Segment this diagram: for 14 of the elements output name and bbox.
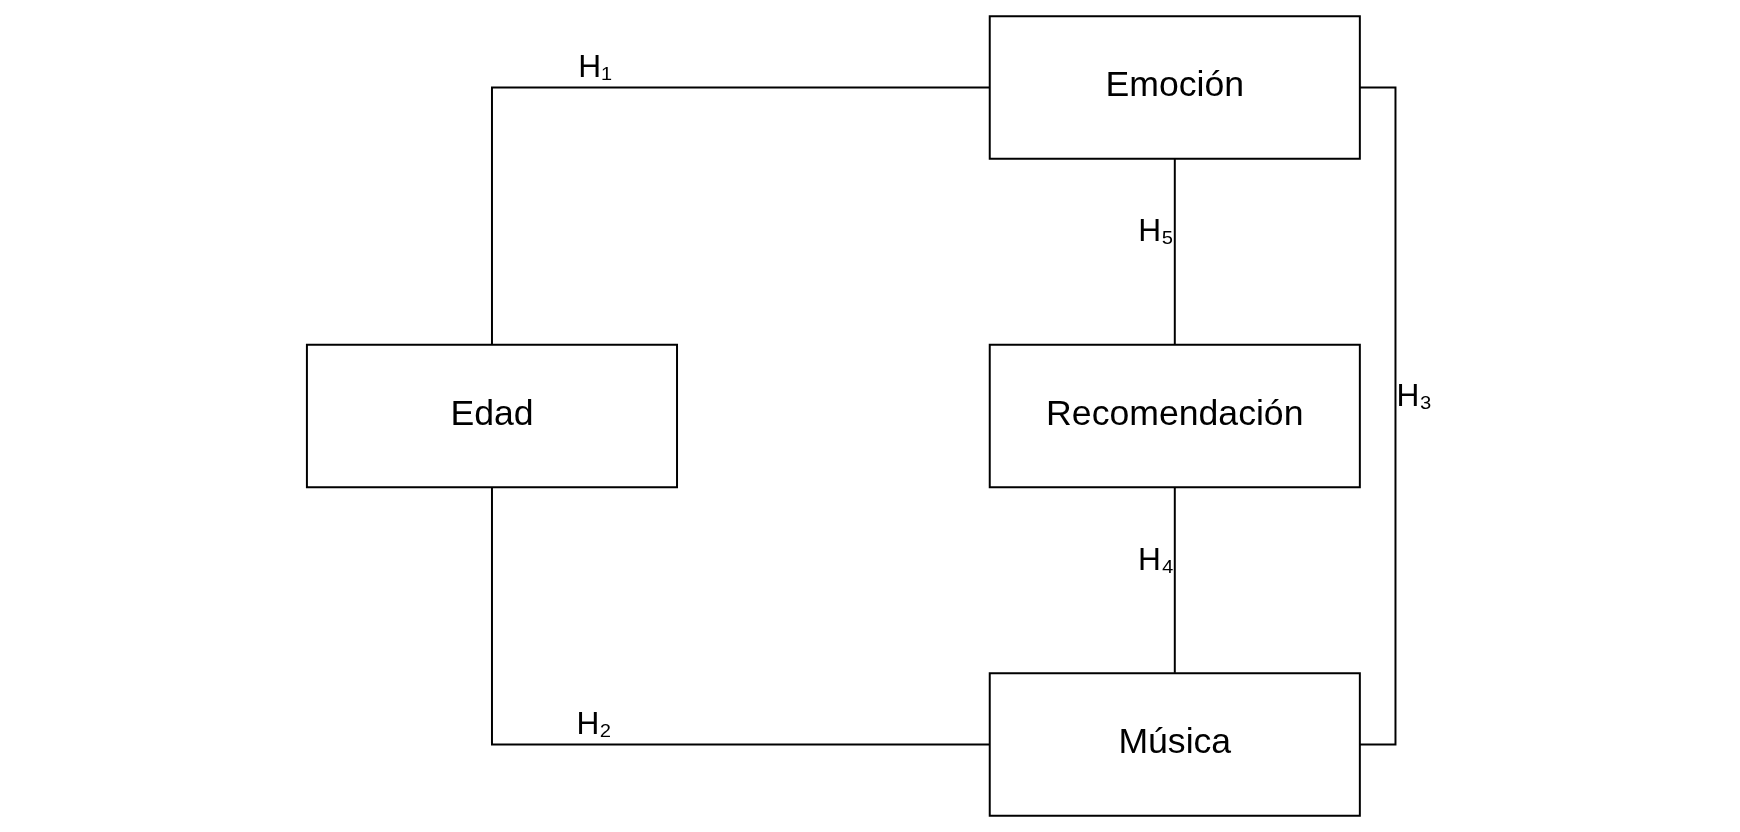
edge-label: H₅ xyxy=(1138,212,1174,249)
connector xyxy=(491,486,991,746)
connector xyxy=(1359,86,1397,746)
node-box: Recomendación xyxy=(988,343,1361,489)
connector xyxy=(1173,486,1176,674)
edge-label: H₃ xyxy=(1396,376,1433,413)
node-box: Música xyxy=(988,672,1361,817)
connector xyxy=(491,86,991,346)
node-box: Edad xyxy=(305,343,678,489)
connector xyxy=(1173,157,1176,346)
edge-label: H₂ xyxy=(576,705,612,742)
edge-label: H₄ xyxy=(1138,540,1174,577)
edge-label: H₁ xyxy=(578,48,612,85)
node-box: Emoción xyxy=(988,15,1361,160)
